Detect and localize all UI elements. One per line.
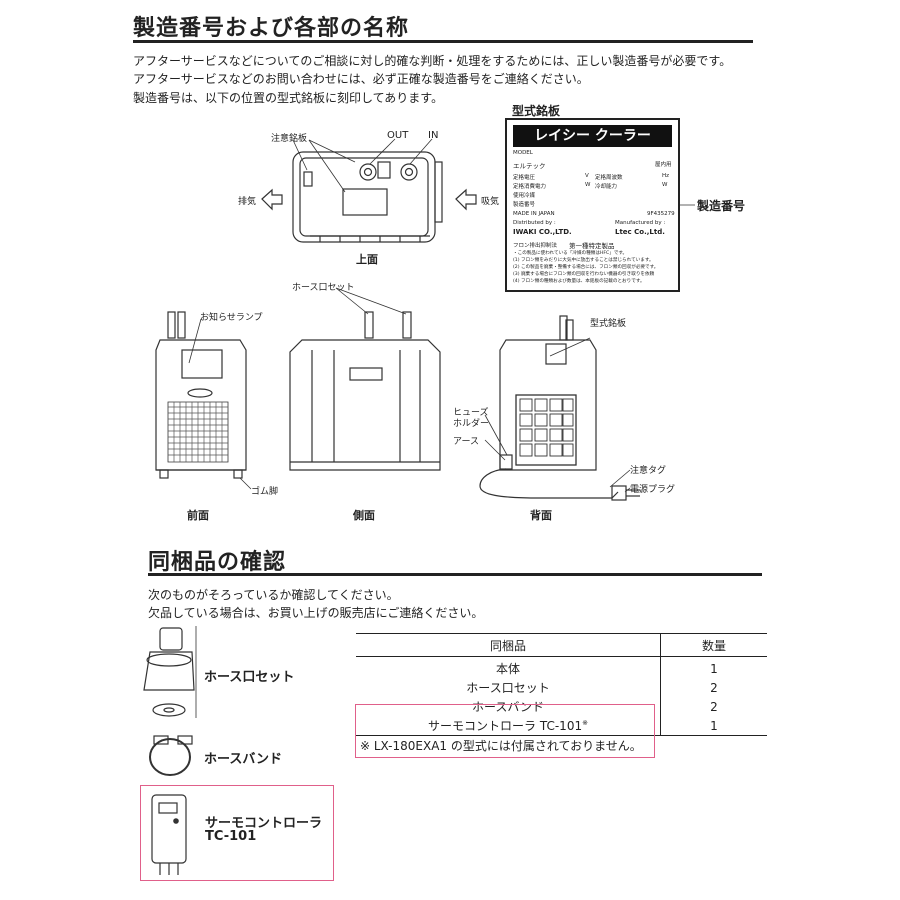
nameplate-iwaki: IWAKI CO.,LTD.	[513, 228, 572, 236]
label-fuse-2: ホルダー	[453, 419, 490, 429]
row-item-thermo: サーモコントローラ TC-101※	[356, 716, 661, 736]
nameplate-refrigerant: 使用冷媒	[513, 193, 536, 199]
nameplate-unit-v: V	[585, 173, 589, 179]
nameplate-note-0: ・この製品に使われている「冷媒の種類はHFC」です。	[513, 251, 628, 256]
nameplate-brand: エルテック	[513, 162, 546, 170]
section2-rule	[148, 573, 762, 576]
label-out: OUT	[387, 130, 409, 141]
intro-line-3: 製造番号は、以下の位置の型式銘板に刻印してあります。	[133, 91, 444, 105]
nameplate-unit-w2: W	[662, 182, 668, 188]
nameplate-manufactured-by: Manufactured by :	[615, 220, 666, 226]
thermo-controller-drawing	[151, 794, 187, 875]
nameplate-note-1: (1) フロン類をみだりに大気中に放出することは禁じられています。	[513, 258, 654, 263]
accessory-hose-band-label: ホースバンド	[204, 752, 283, 767]
nameplate-note-4: (4) フロン類の種類および数量は、本銘板の記載のとおりです。	[513, 279, 645, 284]
hose-set-drawing	[143, 626, 197, 718]
label-rubber-feet: ゴム脚	[251, 487, 279, 497]
nameplate-unit-hz: Hz	[662, 173, 670, 179]
table-row: ホースバンド 2	[356, 697, 767, 716]
table-header-row: 同梱品 数量	[356, 633, 767, 657]
nameplate-freon-law: フロン排出抑制法	[513, 243, 558, 249]
label-caution-tag: 注意タグ	[630, 466, 667, 476]
label-model-plate: 型式銘板	[590, 319, 627, 329]
intro-line-1: アフターサービスなどについてのご相談に対し的確な判断・処理をするためには、正しい…	[133, 54, 732, 68]
accessory-thermo-label-1: サーモコントローラ	[205, 816, 323, 831]
label-intake: 吸気	[481, 197, 500, 207]
label-notice-lamp: お知らせランプ	[200, 313, 263, 323]
nameplate-made-in: MADE IN JAPAN	[513, 211, 555, 217]
nameplate-rated-freq: 定格周波数	[595, 175, 623, 181]
top-view-drawing	[261, 138, 477, 243]
intro-line-2: アフターサービスなどのお問い合わせには、必ず正確な製造番号をご連絡ください。	[133, 72, 589, 86]
nameplate-distributed-by: Distributed by :	[513, 220, 556, 226]
label-caution-plate: 注意銘板	[271, 134, 308, 144]
nameplate-unit-w1: W	[585, 182, 591, 188]
front-grille	[168, 402, 228, 462]
note-mark: ※	[582, 719, 588, 727]
label-hose-port-set: ホース口セット	[292, 283, 355, 293]
nameplate-indoor: 屋内用	[655, 162, 672, 168]
caption-back-view: 背面	[530, 509, 552, 522]
row-item: ホース口セット	[356, 678, 661, 697]
callout-serial-number: 製造番号	[697, 199, 746, 213]
model-nameplate: レイシー クーラー MODEL エルテック 屋内用 定格電圧 V 定格周波数 H…	[505, 118, 680, 292]
front-view-drawing	[155, 311, 252, 490]
label-earth: アース	[453, 437, 480, 447]
nameplate-class1: 第一種特定製品	[569, 242, 615, 250]
nameplate-note-2: (2) この製品を廃棄・整備する場合には、フロン類の回収が必要です。	[513, 265, 659, 270]
table-row: サーモコントローラ TC-101※ 1	[356, 716, 767, 736]
nameplate-rated-power: 定格消費電力	[513, 184, 547, 190]
header-item: 同梱品	[356, 633, 661, 657]
label-fuse-1: ヒューズ	[453, 408, 489, 418]
label-in: IN	[428, 130, 439, 141]
thermo-highlight-box	[140, 785, 334, 881]
nameplate-heading: 型式銘板	[512, 104, 561, 118]
row-qty: 2	[710, 699, 718, 714]
accessory-hose-set-label: ホース口セット	[204, 670, 295, 685]
table-row: ホース口セット 2	[356, 678, 767, 697]
nameplate-model: MODEL	[513, 150, 533, 156]
nameplate-note-3: (3) 廃棄する場合にフロン類の回収を行わない機器の引き取りを依頼	[513, 272, 655, 277]
header-qty: 数量	[660, 633, 767, 657]
row-item: ホースバンド	[356, 697, 661, 716]
caption-side-view: 側面	[353, 509, 375, 522]
label-power-plug: 電源プラグ	[630, 485, 676, 495]
row-item: サーモコントローラ TC-101	[428, 719, 583, 733]
nameplate-title: レイシー クーラー	[513, 125, 672, 147]
nameplate-rated-voltage: 定格電圧	[513, 175, 536, 181]
row-qty: 1	[660, 716, 767, 736]
nameplate-cooling-capacity: 冷却能力	[595, 184, 618, 190]
accessory-thermo-label-2: TC-101	[205, 829, 257, 844]
back-grille-blocks	[519, 398, 574, 457]
label-exhaust: 排気	[238, 197, 257, 207]
row-qty: 2	[710, 680, 718, 695]
contents-table: 同梱品 数量 本体 1 ホース口セット 2 ホースバンド 2 サーモコントローラ…	[356, 633, 767, 736]
nameplate-code: 9F435279	[647, 211, 675, 217]
caption-front-view: 前面	[187, 509, 209, 522]
package-line-1: 次のものがそろっているか確認してください。	[148, 588, 399, 602]
side-view-drawing	[289, 287, 441, 471]
row-item: 本体	[356, 656, 661, 678]
hose-band-drawing	[149, 735, 193, 776]
back-view-drawing	[479, 315, 640, 501]
section-title-package-contents: 同梱品の確認	[148, 550, 287, 575]
nameplate-ltec: Ltec Co.,Ltd.	[615, 228, 665, 236]
table-row: 本体 1	[356, 656, 767, 678]
caption-top-view: 上面	[356, 253, 378, 266]
table-footnote: ※ LX-180EXA1 の型式には付属されておりません。	[360, 739, 642, 753]
nameplate-serial-no: 製造番号	[513, 202, 536, 208]
thermo-row-highlight-box	[355, 704, 655, 758]
section-rule	[133, 40, 753, 43]
section-title-serial-and-parts: 製造番号および各部の名称	[133, 16, 410, 41]
package-line-2: 欠品している場合は、お買い上げの販売店にご連絡ください。	[148, 606, 484, 620]
row-qty: 1	[710, 661, 718, 676]
